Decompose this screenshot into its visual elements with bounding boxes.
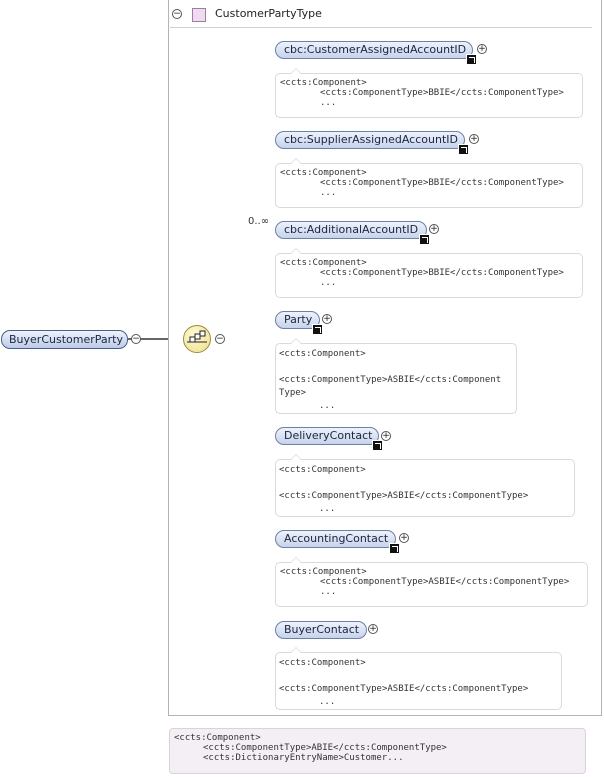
complex-type-header: − CustomerPartyType: [170, 3, 592, 28]
doc-line: <ccts:ComponentType>ASBIE</ccts:Componen…: [279, 375, 502, 385]
doc-line: <ccts:ComponentType>ASBIE</ccts:Componen…: [279, 491, 529, 501]
doc-line: <ccts:ComponentType>BBIE</ccts:Component…: [320, 268, 564, 278]
reference-arrow-icon: [389, 543, 400, 554]
expand-icon[interactable]: +: [322, 314, 332, 324]
doc-line: <ccts:Component>: [280, 168, 367, 178]
element-accounting-contact[interactable]: AccountingContact: [275, 530, 396, 548]
complex-type-name: CustomerPartyType: [215, 7, 322, 20]
element-buyer-contact[interactable]: BuyerContact: [275, 621, 367, 639]
annotation-box: <ccts:Component> <ccts:ComponentType>ASB…: [275, 338, 517, 414]
collapse-icon[interactable]: −: [131, 334, 141, 344]
annotation-box: <ccts:Component> <ccts:ComponentType>BBI…: [275, 158, 583, 208]
doc-line: <ccts:ComponentType>BBIE</ccts:Component…: [320, 88, 564, 98]
doc-line: <ccts:Component>: [279, 658, 366, 668]
doc-line: <ccts:ComponentType>BBIE</ccts:Component…: [320, 178, 564, 188]
annotation-box: <ccts:Component> <ccts:ComponentType>BBI…: [275, 68, 583, 118]
expand-icon[interactable]: +: [429, 224, 439, 234]
doc-line: <ccts:Component>: [280, 567, 367, 577]
expand-icon[interactable]: +: [381, 431, 391, 441]
doc-line: <ccts:ComponentType>ASBIE</ccts:Componen…: [320, 577, 570, 587]
complex-type-annotation: <ccts:Component> <ccts:ComponentType>ABI…: [169, 728, 586, 774]
element-delivery-contact[interactable]: DeliveryContact: [275, 427, 379, 445]
sequence-icon: [187, 330, 207, 343]
reference-arrow-icon: [466, 54, 477, 65]
element-party[interactable]: Party: [275, 311, 320, 329]
doc-line: ...: [320, 587, 337, 597]
cardinality-label: 0..∞: [248, 216, 270, 227]
doc-line: <ccts:Component>: [280, 258, 367, 268]
sequence-compositor[interactable]: [183, 325, 211, 353]
doc-line: <ccts:Component>: [280, 78, 367, 88]
annotation-box: <ccts:Component> <ccts:ComponentType>ASB…: [275, 454, 575, 517]
doc-line: ...: [319, 504, 336, 514]
element-additional-account-id[interactable]: cbc:AdditionalAccountID: [275, 221, 427, 239]
doc-line: ...: [320, 278, 337, 288]
reference-arrow-icon: [312, 324, 323, 335]
doc-line: ...: [319, 697, 336, 707]
element-customer-assigned-account-id[interactable]: cbc:CustomerAssignedAccountID: [275, 41, 473, 59]
doc-line: <ccts:DictionaryEntryName>Customer...: [203, 753, 404, 763]
annotation-box: <ccts:Component> <ccts:ComponentType>ASB…: [275, 647, 562, 710]
expand-icon[interactable]: +: [368, 624, 378, 634]
element-supplier-assigned-account-id[interactable]: cbc:SupplierAssignedAccountID: [275, 131, 465, 149]
collapse-icon[interactable]: −: [215, 334, 225, 344]
reference-arrow-icon: [458, 144, 469, 155]
doc-line: <ccts:Component>: [279, 465, 366, 475]
annotation-box: <ccts:Component> <ccts:ComponentType>ASB…: [275, 557, 588, 607]
doc-line: Type>: [279, 388, 307, 398]
doc-line: <ccts:Component>: [279, 349, 366, 359]
doc-line: <ccts:ComponentType>ASBIE</ccts:Componen…: [279, 684, 529, 694]
root-element-buyercustomerparty[interactable]: BuyerCustomerParty: [1, 330, 128, 349]
expand-icon[interactable]: +: [399, 533, 409, 543]
expand-icon[interactable]: +: [477, 44, 487, 54]
doc-line: <ccts:ComponentType>ABIE</ccts:Component…: [203, 743, 447, 753]
doc-line: ...: [319, 401, 336, 411]
collapse-icon[interactable]: −: [172, 9, 182, 19]
annotation-box: <ccts:Component> <ccts:ComponentType>BBI…: [275, 248, 583, 298]
doc-line: ...: [320, 98, 337, 108]
reference-arrow-icon: [419, 234, 430, 245]
complex-type-icon: [192, 8, 206, 22]
reference-arrow-icon: [372, 440, 383, 451]
doc-line: ...: [320, 188, 337, 198]
doc-line: <ccts:Component>: [174, 733, 261, 743]
expand-icon[interactable]: +: [469, 134, 479, 144]
